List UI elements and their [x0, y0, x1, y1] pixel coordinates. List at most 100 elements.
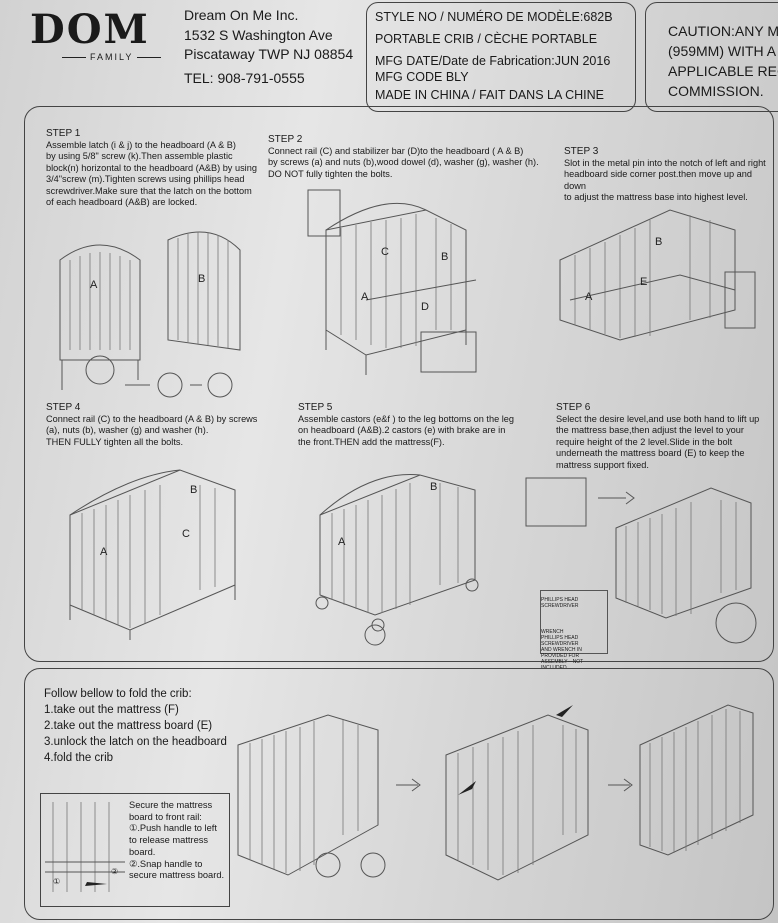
secure-line: ②.Snap handle to — [129, 858, 203, 869]
logo-wordmark: DOM — [30, 6, 150, 53]
fold-item: 4.fold the crib — [44, 752, 114, 764]
svg-text:②: ② — [111, 867, 118, 876]
step-6-illustration — [525, 477, 757, 644]
step-3-illustration: A B E — [559, 209, 756, 341]
detail-circle — [157, 372, 183, 398]
secure-text: Secure the mattress board to front rail:… — [129, 800, 224, 882]
detail-inset — [724, 271, 756, 329]
step-2: STEP 2 Connect rail (C) and stabilizer b… — [268, 134, 558, 180]
handle-drawing: ① ② — [45, 802, 125, 892]
company-name: Dream On Me Inc. — [184, 7, 299, 23]
fold-panel — [24, 668, 774, 920]
step-5: STEP 5 Assemble castors (e&f ) to the le… — [298, 402, 533, 448]
step-6: STEP 6 Select the desire level,and use b… — [556, 402, 771, 471]
step-text: Select the desire level,and use both han… — [556, 413, 760, 424]
company-street: 1532 S Washington Ave — [184, 26, 333, 43]
arrow-icon — [608, 778, 633, 792]
detail-inset — [307, 189, 341, 237]
step-text: headboard side corner post.then move up … — [564, 169, 752, 191]
fold-item: 3.unlock the latch on the headboard — [44, 736, 227, 748]
dom-logo: DOM FAMILY — [30, 6, 170, 64]
crib-with-mattress-drawing — [237, 714, 386, 878]
step-text: the mattress base,then adjust the level … — [556, 425, 744, 435]
secure-line: board. — [129, 846, 156, 857]
detail-circle — [715, 602, 757, 644]
step-text: by screws (a) and nuts (b),wood dowel (d… — [268, 157, 539, 167]
step-text: to adjust the mattress base into highest… — [564, 192, 748, 202]
step-text: DO NOT fully tighten the bolts. — [268, 168, 393, 179]
step-text: underneath the mattress board (E) to kee… — [556, 448, 745, 458]
step-title: STEP 6 — [556, 402, 591, 413]
step-2-illustration: C B A D — [307, 189, 477, 375]
detail-circle — [85, 355, 115, 385]
secure-mattress-box: ① ② Secure the mattress board to front r… — [40, 793, 230, 907]
step-text: Connect rail (C) to the headboard (A & B… — [46, 413, 258, 424]
logo-subtitle: FAMILY — [58, 52, 165, 62]
tool-text: WRENCH — [541, 629, 564, 635]
step-4: STEP 4 Connect rail (C) to the headboard… — [46, 402, 286, 448]
step-5-illustration: B A — [315, 474, 479, 646]
fold-instructions: Follow bellow to fold the crib: 1.take o… — [44, 686, 227, 766]
step-text: (a), nuts (b), washer (g) and washer (h)… — [46, 425, 209, 435]
arrow-icon — [598, 491, 635, 505]
part-label-a: A — [361, 291, 369, 303]
part-label-a: A — [338, 536, 346, 548]
company-address: Dream On Me Inc. 1532 S Washington Ave P… — [184, 6, 353, 88]
step-title: STEP 4 — [46, 402, 81, 413]
detail-inset — [525, 477, 587, 527]
made-in: MADE IN CHINA / FAIT DANS LA CHINE — [375, 88, 604, 102]
secure-line: board to front rail: — [129, 811, 202, 822]
headboard-b-drawing — [167, 231, 241, 351]
part-label-b: B — [198, 273, 205, 285]
part-label-b: B — [441, 251, 448, 263]
arrow-icon — [396, 778, 421, 792]
step-text: screwdriver.Make sure that the latch on … — [46, 185, 252, 196]
mfg-code: MFG CODE BLY — [375, 70, 469, 84]
part-label-c: C — [182, 528, 190, 540]
tool-text: PHILLIPS HEAD SCREWDRIVER — [541, 635, 579, 647]
part-label-a: A — [90, 279, 98, 291]
detail-inset — [420, 331, 477, 373]
fold-item: 1.take out the mattress (F) — [44, 704, 179, 716]
step-title: STEP 1 — [46, 128, 81, 139]
step-text: mattress support fixed. — [556, 459, 649, 470]
step-text: by using 5/8" screw (k).Then assemble pl… — [46, 151, 233, 161]
fold-illustrations — [237, 704, 754, 881]
headboard-a-drawing — [59, 244, 141, 390]
caution-line: CAUTION:ANY MA — [668, 23, 778, 39]
company-tel: TEL: 908-791-0555 — [184, 69, 305, 86]
step-text: block(n) horizontal to the headboard (A&… — [46, 162, 257, 173]
step-text: Assemble castors (e&f ) to the leg botto… — [298, 413, 515, 424]
caution-line: COMMISSION. — [668, 83, 764, 99]
step-title: STEP 3 — [564, 146, 599, 157]
secure-line: secure mattress board. — [129, 870, 225, 881]
part-label-a: A — [100, 546, 108, 558]
caution-line: APPLICABLE REG — [668, 63, 778, 79]
castor-detail — [364, 624, 386, 646]
step-text: on headboard (A&B).2 castors (e) with br… — [298, 425, 506, 435]
part-label-a: A — [585, 291, 593, 303]
detail-circle — [207, 372, 233, 398]
fold-intro: Follow bellow to fold the crib: — [44, 688, 192, 700]
step-text: Connect rail (C) and stabilizer bar (D)t… — [268, 145, 524, 156]
part-label-e: E — [640, 276, 647, 288]
step-1: STEP 1 Assemble latch (i & j) to the hea… — [46, 128, 271, 209]
company-city: Piscataway TWP NJ 08854 — [184, 46, 354, 62]
step-text: 3/4"screw (m).Tighten screws using phill… — [46, 174, 245, 184]
svg-text:①: ① — [53, 877, 60, 886]
style-number: STYLE NO / NUMÉRO DE MODÈLE:682B — [375, 10, 613, 24]
crib-folding-drawing — [445, 705, 589, 881]
secure-line: Secure the mattress — [129, 800, 213, 810]
folded-crib-drawing — [639, 704, 754, 856]
secure-line: ①.Push handle to left — [129, 823, 217, 834]
assembly-steps-panel — [24, 106, 774, 662]
step-3: STEP 3 Slot in the metal pin into the no… — [564, 146, 774, 204]
caution-line: (959MM) WITH A — [668, 43, 777, 59]
tool-text: AND WRENCH IN PROVIDED FOR — [541, 647, 582, 659]
fold-item: 2.take out the mattress board (E) — [44, 720, 213, 732]
product-type: PORTABLE CRIB / CÈCHE PORTABLE — [375, 32, 598, 46]
secure-line: to release mattress — [129, 835, 209, 846]
step-text: require height of the 2 level.Slide in t… — [556, 436, 733, 447]
step-text: Assemble latch (i & j) to the headboard … — [46, 139, 236, 150]
